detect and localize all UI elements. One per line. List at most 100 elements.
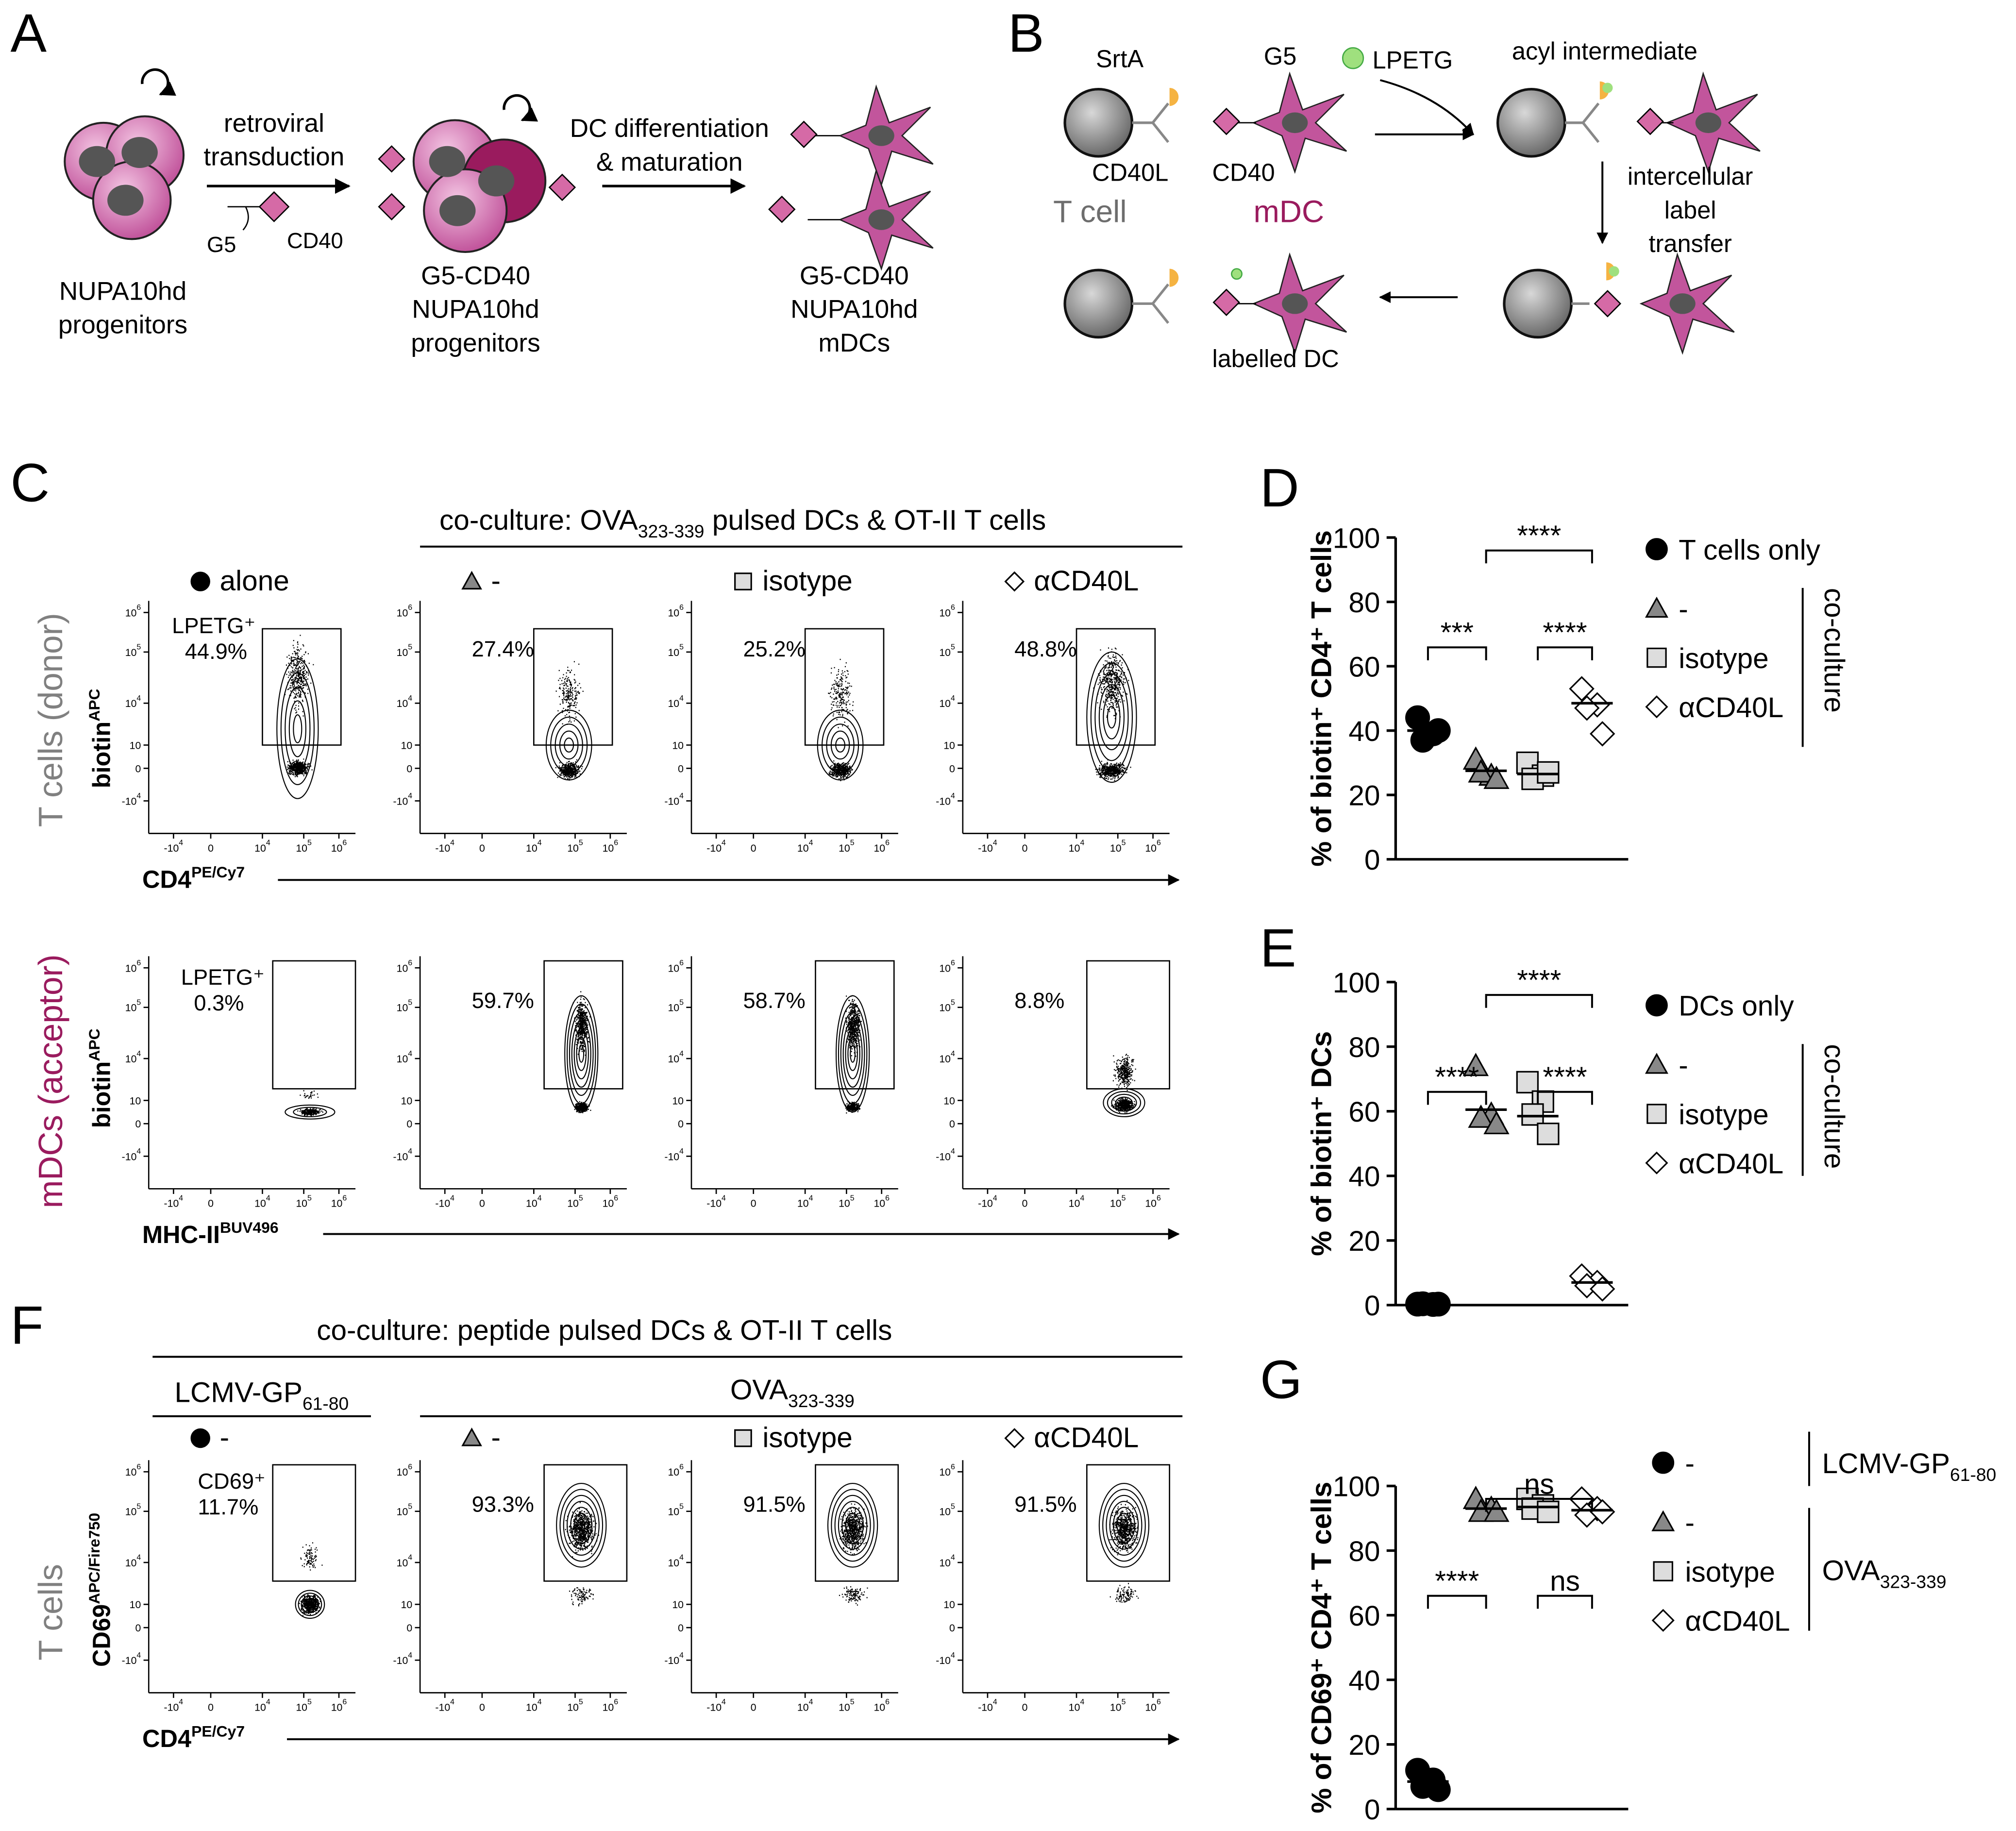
panel-letter-d: D	[1260, 457, 1299, 518]
contour	[564, 995, 599, 1113]
contour	[1119, 1099, 1129, 1106]
x-tick-label: 0	[1022, 1702, 1028, 1713]
y-tick-label: 0	[678, 1622, 684, 1634]
significance-bracket	[1537, 1595, 1593, 1609]
y-tick-label: -104	[936, 1147, 955, 1162]
significance-bracket	[1485, 1498, 1593, 1512]
x-tick-label: -104	[706, 839, 726, 854]
x-tick-label: 0	[208, 1702, 214, 1713]
contour	[847, 1037, 858, 1071]
y-tick-label: 104	[939, 1050, 955, 1065]
g5-cd40-construct: G5 CD40	[207, 191, 343, 257]
progenitor-cluster	[64, 68, 185, 240]
contour	[1120, 1518, 1128, 1532]
gate-pct: 0.3%	[194, 991, 244, 1015]
panel-f-header: co-culture: peptide pulsed DCs & OT-II T…	[317, 1315, 892, 1346]
y-tick-label: 104	[939, 1554, 955, 1569]
y-tick-label: 60	[1348, 1600, 1380, 1632]
y-tick-label: -104	[122, 1147, 141, 1162]
gate	[815, 1464, 899, 1582]
y-tick-label: 104	[668, 1050, 684, 1065]
data-point-1-2	[1468, 1104, 1494, 1128]
legend-symbol-2	[1646, 647, 1667, 668]
x-tick-label: 106	[603, 1194, 619, 1209]
gate-pct: 11.7%	[198, 1495, 258, 1519]
svg-text:acyl intermediate: acyl intermediate	[1512, 37, 1697, 65]
event-dots	[827, 658, 854, 781]
x-tick-label: 106	[331, 1698, 347, 1713]
cond-symbol-triangle	[461, 1428, 482, 1446]
contour	[848, 1518, 857, 1532]
cond-label-0: -	[220, 1422, 230, 1454]
contour	[303, 1598, 317, 1611]
x-tick-label: -104	[435, 839, 454, 854]
x-tick-label: 0	[208, 842, 214, 854]
x-tick-label: -104	[164, 1698, 184, 1713]
x-tick-label: 105	[567, 839, 583, 854]
contour	[834, 1495, 871, 1556]
cond-label-2: isotype	[762, 1422, 852, 1454]
x-tick-label: 106	[1145, 1698, 1161, 1713]
contour	[573, 1028, 589, 1079]
data-point-1-3	[1483, 765, 1510, 789]
cond-label-0: alone	[220, 565, 289, 597]
y-tick-label: -104	[664, 792, 684, 807]
tcell-side-label: T cells (donor)	[32, 613, 69, 827]
data-point-3-3	[1589, 1499, 1615, 1525]
data-point-2-3	[1537, 1123, 1560, 1145]
y-tick-label: 104	[125, 1554, 141, 1569]
y-tick-label: 105	[397, 998, 413, 1013]
x-tick-label: 106	[874, 1194, 890, 1209]
y-tick-label: 40	[1348, 1161, 1380, 1193]
contour	[831, 1489, 874, 1562]
significance-label: ****	[1435, 1565, 1479, 1597]
y-tick-label: 0	[135, 1622, 141, 1634]
y-tick-label: 0	[949, 1118, 955, 1130]
gate-pct: 27.4%	[472, 637, 534, 661]
significance-bracket	[1427, 1595, 1487, 1609]
contour	[1098, 1483, 1150, 1568]
y-tick-label: 0	[1364, 1290, 1380, 1322]
contour	[1107, 1091, 1142, 1115]
cond-symbol-circle	[190, 1428, 210, 1448]
contour	[838, 1501, 868, 1550]
tcell-3	[1503, 262, 1619, 339]
y-tick-label: 104	[668, 694, 684, 709]
contour	[838, 1003, 868, 1105]
y-tick-label: 106	[939, 1463, 955, 1478]
contour	[301, 1595, 319, 1613]
legend-symbol-0	[1646, 538, 1668, 560]
contour	[822, 716, 859, 774]
contour	[1103, 695, 1121, 739]
significance-bracket	[1427, 646, 1487, 660]
contour	[576, 1037, 587, 1071]
gate	[1086, 1464, 1170, 1582]
x-tick-label: 105	[1110, 1698, 1126, 1713]
contour	[288, 700, 306, 757]
cond-label-3: αCD40L	[1034, 1422, 1139, 1454]
x-tick-label: 104	[254, 839, 270, 854]
x-tick-label: 104	[526, 1194, 542, 1209]
legend-label-3: αCD40L	[1679, 1148, 1783, 1179]
data-point-2-0	[1516, 1071, 1539, 1093]
x-tick-label: 104	[254, 1698, 270, 1713]
y-tick-label: 10	[130, 1599, 141, 1611]
x-tick-label: 0	[1022, 1198, 1028, 1209]
panel-letter-b: B	[1008, 2, 1044, 63]
contour	[577, 1518, 586, 1532]
cond-symbol-diamond	[1004, 1428, 1025, 1448]
contour	[845, 1028, 860, 1079]
panel-letter-f: F	[11, 1295, 44, 1356]
gate-pct: 25.2%	[743, 637, 805, 661]
y-tick-label: 105	[125, 1502, 141, 1517]
group-label-ova: OVA323-339	[1822, 1555, 1947, 1592]
legend-label-0: -	[1685, 1448, 1695, 1479]
gate	[815, 960, 895, 1090]
